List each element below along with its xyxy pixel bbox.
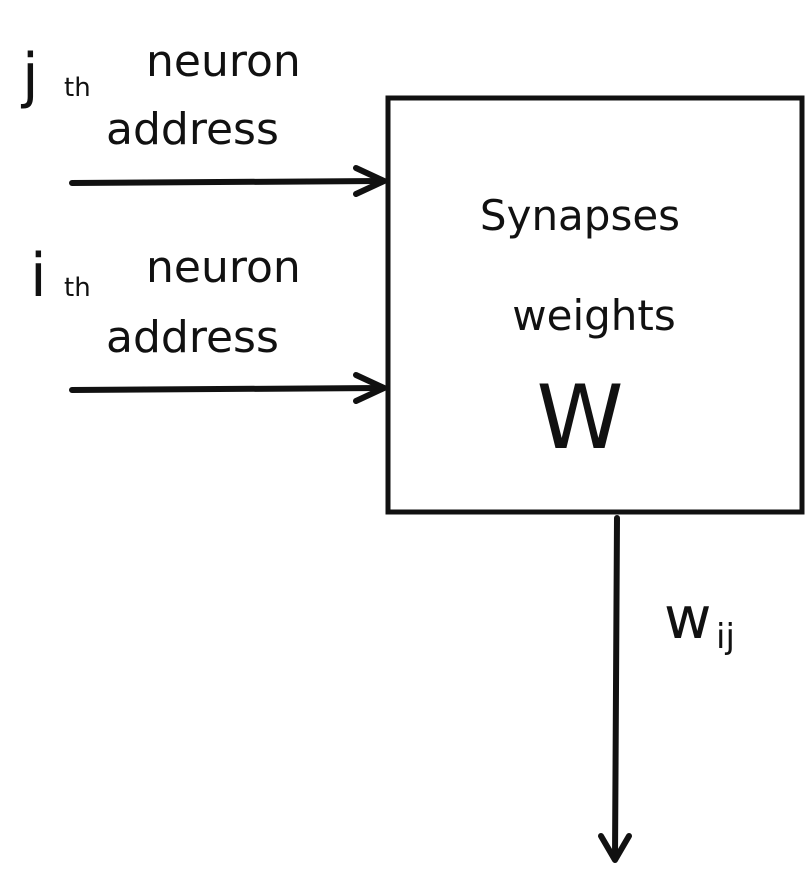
j-subscript: th bbox=[64, 73, 91, 103]
j-neuron-address-label: j th neuron address bbox=[20, 36, 301, 155]
i-neuron-address-label: i th neuron address bbox=[30, 241, 301, 363]
i-address-text: address bbox=[106, 312, 279, 363]
j-address-text: address bbox=[106, 104, 279, 155]
block-title-line1: Synapses bbox=[480, 191, 680, 240]
i-input-arrow bbox=[69, 372, 387, 404]
output-weight-label: w ij bbox=[664, 584, 735, 657]
i-index: i bbox=[30, 241, 47, 311]
block-frame bbox=[385, 95, 805, 515]
output-arrow bbox=[598, 515, 632, 863]
output-subscript: ij bbox=[716, 617, 735, 657]
i-subscript: th bbox=[64, 273, 91, 303]
block-symbol: W bbox=[536, 366, 623, 469]
synapse-weights-block: Synapses weights W bbox=[385, 95, 805, 515]
i-neuron-text: neuron bbox=[146, 242, 301, 293]
output-symbol: w bbox=[664, 584, 711, 652]
block-title-line2: weights bbox=[512, 291, 676, 340]
j-input-arrow bbox=[69, 165, 387, 197]
j-neuron-text: neuron bbox=[146, 36, 301, 87]
j-index: j bbox=[20, 41, 39, 111]
